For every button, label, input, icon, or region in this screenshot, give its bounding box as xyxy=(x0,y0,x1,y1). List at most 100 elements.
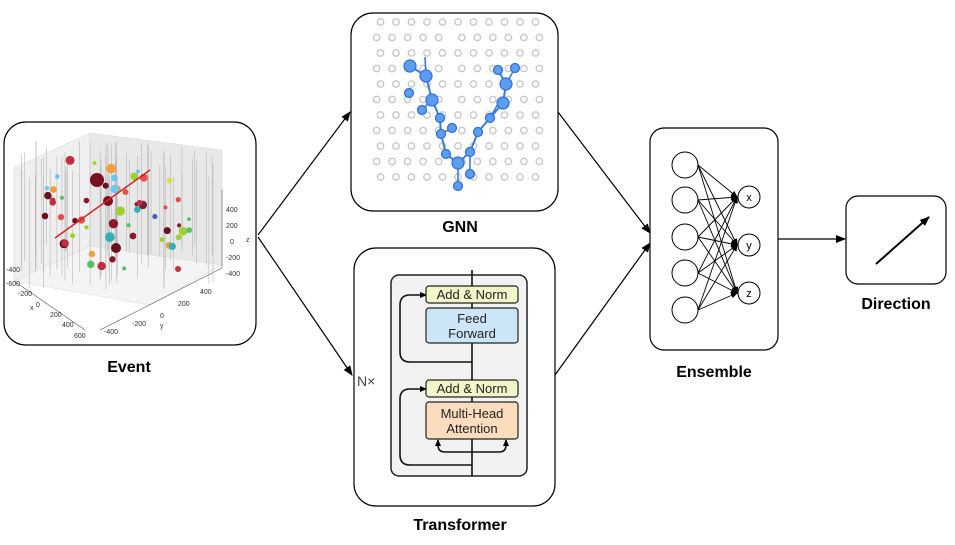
grid-node xyxy=(519,157,528,166)
grid-node xyxy=(438,173,447,181)
hit-point xyxy=(111,174,118,182)
feed-forward-label-line2: Forward xyxy=(448,326,496,341)
grid-node xyxy=(500,18,509,26)
grid-node xyxy=(519,64,528,73)
network-edge xyxy=(697,292,738,311)
hit-point xyxy=(106,163,116,174)
grid-node xyxy=(438,49,447,57)
grid-node xyxy=(500,142,509,150)
gnn-panel: GNN xyxy=(350,12,559,236)
y-axis-label: y xyxy=(160,323,164,330)
graph-node xyxy=(416,104,428,116)
grid-node xyxy=(376,18,385,26)
grid-node xyxy=(372,157,381,166)
hit-point xyxy=(102,182,109,189)
add-norm-bottom-label: Add & Norm xyxy=(437,381,508,396)
event-3d-plot: -600 -400 -200 0 200 400 600 x -400 -200… xyxy=(6,132,250,340)
hit-point xyxy=(41,212,49,220)
hit-point xyxy=(122,189,129,195)
gnn-box xyxy=(350,12,559,212)
graph-node xyxy=(464,146,476,158)
graph-node xyxy=(451,156,465,170)
grid-node xyxy=(473,157,482,166)
arrow-gnn-to-ensemble xyxy=(557,111,651,234)
grid-node xyxy=(423,111,431,119)
hit-point xyxy=(65,155,75,165)
grid-node xyxy=(407,173,416,181)
graph-node xyxy=(452,180,464,192)
grid-node xyxy=(419,126,428,135)
output-label-x: x xyxy=(746,192,752,204)
network-edge xyxy=(697,164,738,198)
y-tick-4: 400 xyxy=(200,289,212,296)
input-node xyxy=(671,186,699,214)
hit-point xyxy=(175,197,181,203)
feed-forward-label-line1: Feed xyxy=(457,311,487,326)
z-axis-label: z xyxy=(246,237,250,244)
grid-node xyxy=(473,95,482,104)
direction-label: Direction xyxy=(861,296,930,313)
hit-point xyxy=(110,184,120,194)
hit-point xyxy=(130,172,139,181)
x-tick-2: -200 xyxy=(18,291,32,298)
grid-node xyxy=(469,49,478,57)
hit-point xyxy=(111,243,121,253)
network-edge xyxy=(697,199,738,294)
grid-node xyxy=(488,126,497,135)
grid-node xyxy=(485,49,493,57)
grid-node xyxy=(485,18,493,26)
y-tick-0: -400 xyxy=(104,329,118,336)
grid-node xyxy=(438,80,447,88)
grid-node xyxy=(500,49,509,57)
grid-node xyxy=(392,18,400,26)
grid-node xyxy=(372,33,381,42)
residual-path-bottom xyxy=(399,386,472,466)
graph-node xyxy=(403,87,415,99)
z-tick-3: -200 xyxy=(226,255,240,262)
hit-point xyxy=(163,227,171,235)
hit-point xyxy=(61,239,69,247)
grid-node xyxy=(519,126,528,135)
grid-node xyxy=(407,18,416,26)
grid-node xyxy=(531,142,540,150)
attention-branch-left xyxy=(435,439,472,453)
grid-node xyxy=(454,142,462,150)
hit-point xyxy=(134,206,141,213)
grid-node xyxy=(407,80,416,88)
graph-node xyxy=(440,148,452,160)
network-edge xyxy=(697,196,738,311)
event-label: Event xyxy=(107,359,151,376)
arrow-transformer-to-ensemble xyxy=(554,242,651,376)
grid-node xyxy=(376,49,385,57)
grid-node xyxy=(469,18,478,26)
grid-node xyxy=(535,126,544,135)
grid-node xyxy=(372,64,381,73)
hit-point xyxy=(87,260,95,269)
grid-node xyxy=(488,33,497,42)
grid-node xyxy=(469,111,478,119)
grid-node xyxy=(376,142,385,150)
graph-node xyxy=(464,168,476,180)
x-axis-line xyxy=(13,280,86,331)
grid-node xyxy=(392,111,400,119)
grid-node xyxy=(457,33,466,42)
network-edge xyxy=(697,236,738,247)
arrow-event-to-gnn xyxy=(257,111,351,236)
add-norm-top-box xyxy=(425,285,519,304)
grid-node xyxy=(388,95,397,104)
neural-network-icon xyxy=(697,164,739,311)
connections xyxy=(257,111,846,376)
grid-node xyxy=(419,33,428,42)
graph-node xyxy=(509,62,521,74)
grid-node xyxy=(469,80,478,88)
z-tick-1: 200 xyxy=(226,223,238,230)
direction-panel: Direction xyxy=(845,195,947,313)
grid-node xyxy=(407,142,416,150)
grid-node xyxy=(473,64,482,73)
hit-point xyxy=(122,266,127,271)
grid-node xyxy=(531,111,540,119)
grid-node xyxy=(488,157,497,166)
graph-node xyxy=(425,93,439,107)
grid-node xyxy=(392,142,400,150)
x-tick-6: 600 xyxy=(74,333,86,340)
